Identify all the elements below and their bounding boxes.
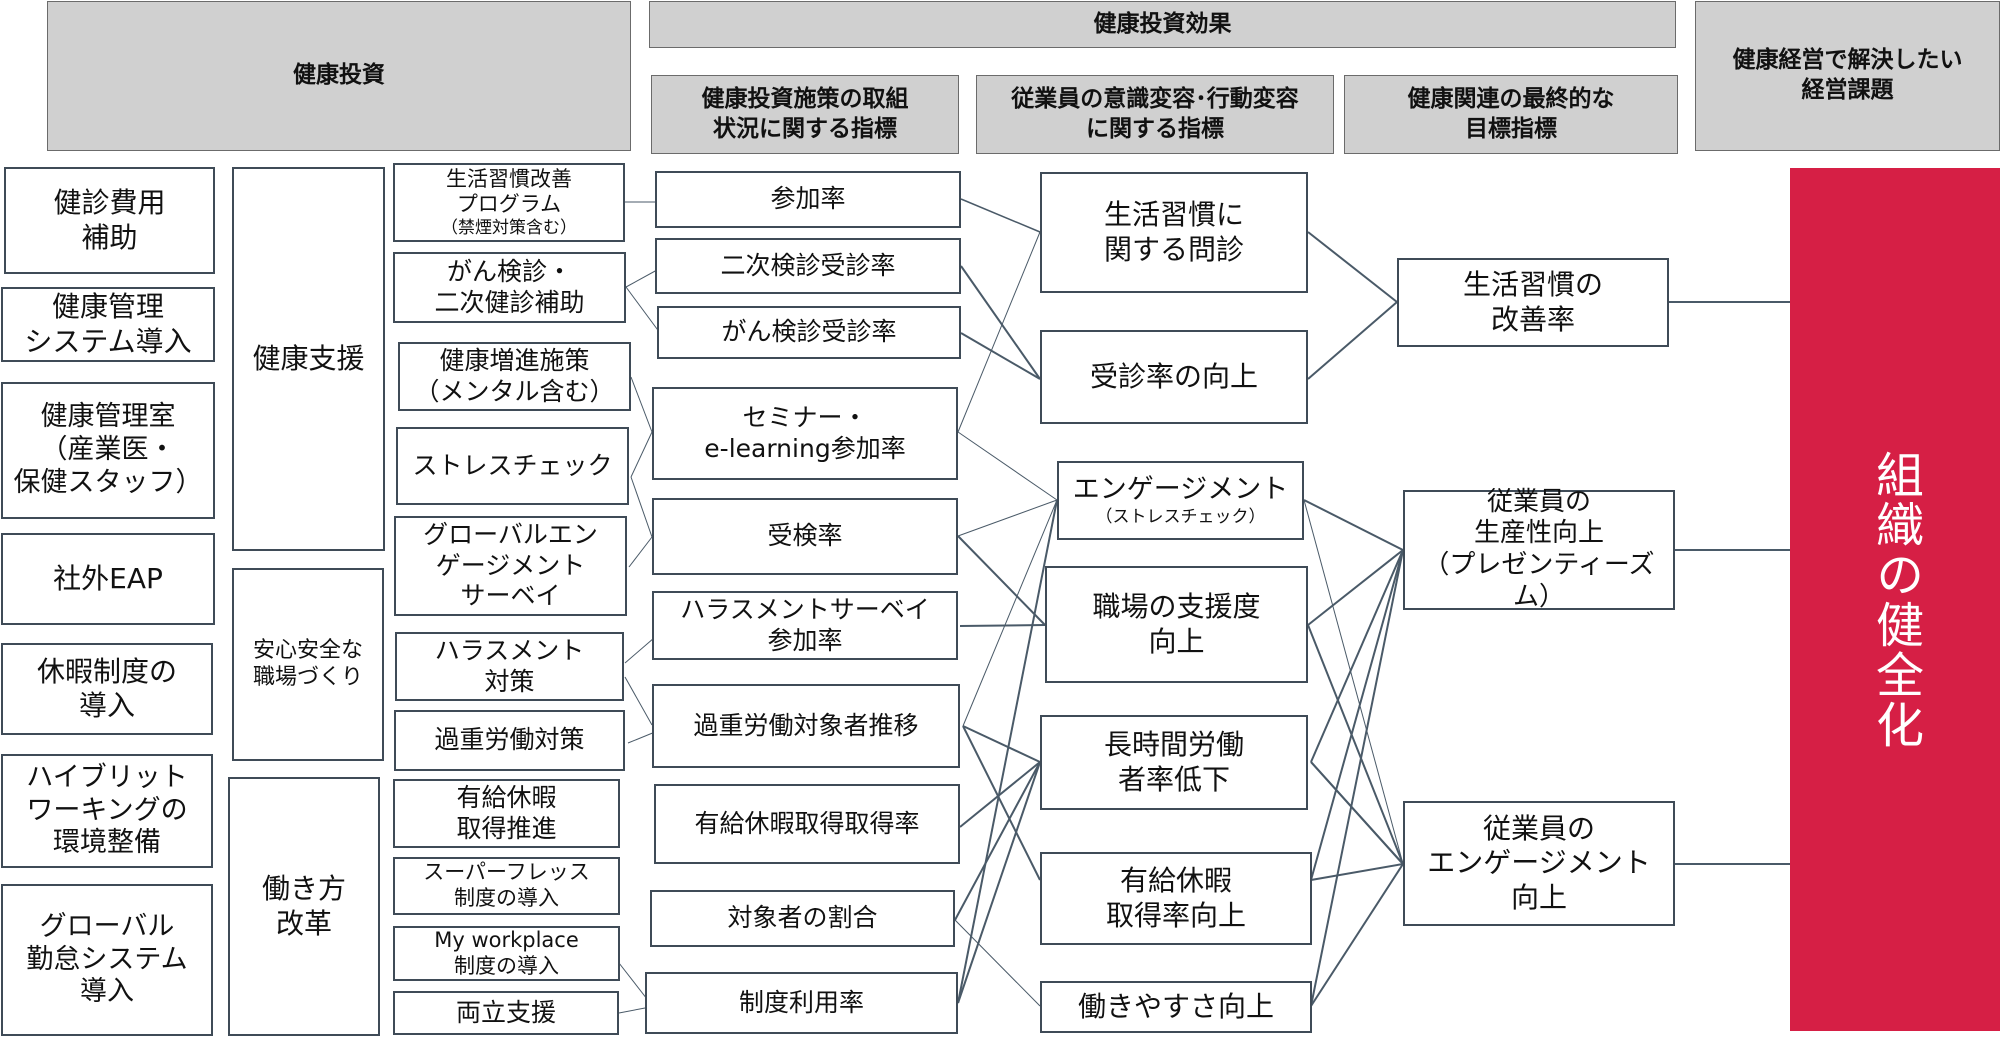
header-behavior-index: 従業員の意識変容･行動変容 に関する指標 [976, 75, 1334, 154]
node-harassment-survey-rate: ハラスメントサーベイ 参加率 [652, 591, 958, 660]
node-leave-promotion: 有給休暇 取得推進 [393, 779, 620, 848]
node-engagement-stress: エンゲージメント（ストレスチェック） [1057, 461, 1304, 540]
node-seminar-participation: セミナー・ e-learning参加率 [652, 387, 958, 480]
node-exam-rate: 受検率 [652, 498, 958, 575]
node-work-style-reform: 働き方 改革 [228, 777, 380, 1036]
node-stress-check: ストレスチェック [396, 427, 629, 505]
node-health-mgmt-system: 健康管理 システム導入 [1, 287, 215, 362]
node-cancer-exam-rate: がん検診受診率 [657, 306, 961, 359]
node-employee-engagement: 従業員の エンゲージメント 向上 [1403, 801, 1675, 926]
node-external-eap: 社外EAP [1, 533, 215, 625]
node-participation-rate: 参加率 [655, 171, 961, 228]
node-lifestyle-improvement-rate: 生活習慣の 改善率 [1397, 258, 1669, 347]
node-global-attendance: グローバル 勤怠システム 導入 [1, 884, 213, 1036]
node-productivity: 従業員の 生産性向上 （プレゼンティーズム） [1403, 487, 1675, 612]
header-investment: 健康投資 [47, 1, 631, 151]
node-secondary-exam-rate: 二次検診受診率 [655, 238, 961, 294]
node-workability: 働きやすさ向上 [1040, 981, 1312, 1033]
node-organizational-health: 組織の健全化 [1790, 168, 2000, 1031]
node-superflex: スーパーフレッス 制度の導入 [393, 857, 620, 915]
node-long-hours-reduction: 長時間労働 者率低下 [1040, 715, 1308, 810]
node-lifestyle-program: 生活習慣改善 プログラム（禁煙対策含む） [393, 163, 625, 242]
node-system-usage-rate: 制度利用率 [645, 972, 958, 1034]
node-global-engagement-survey: グローバルエン ゲージメント サーベイ [394, 516, 627, 616]
node-health-promotion: 健康増進施策 （メンタル含む） [398, 342, 631, 411]
node-leave-take-rate: 有給休暇取得取得率 [654, 784, 960, 864]
node-safe-workplace: 安心安全な 職場づくり [232, 568, 384, 761]
node-paid-leave-improvement: 有給休暇 取得率向上 [1040, 852, 1312, 945]
node-overwork-trend: 過重労働対象者推移 [652, 684, 960, 768]
node-health-office: 健康管理室 （産業医・ 保健スタッフ） [1, 382, 215, 519]
node-hybrid-working: ハイブリット ワーキングの 環境整備 [1, 754, 213, 868]
node-work-life-balance: 両立支援 [393, 991, 619, 1035]
node-lifestyle-questionnaire: 生活習慣に 関する問診 [1040, 172, 1308, 293]
header-measures-index: 健康投資施策の取組 状況に関する指標 [651, 75, 959, 154]
node-health-support: 健康支援 [232, 167, 385, 551]
node-health-checkup-subsidy: 健診費用 補助 [4, 167, 215, 274]
header-business-issues: 健康経営で解決したい 経営課題 [1695, 1, 2000, 151]
node-target-ratio: 対象者の割合 [650, 890, 955, 947]
node-overwork-measures: 過重労働対策 [394, 710, 625, 771]
node-harassment-measures: ハラスメント 対策 [395, 632, 624, 701]
node-cancer-screening-subsidy: がん検診・ 二次健診補助 [393, 252, 626, 323]
header-final-index: 健康関連の最終的な 目標指標 [1344, 75, 1678, 154]
header-effect: 健康投資効果 [649, 1, 1676, 48]
node-leave-system: 休暇制度の 導入 [1, 643, 213, 735]
node-workplace-support: 職場の支援度 向上 [1045, 566, 1308, 683]
node-visit-rate-improvement: 受診率の向上 [1040, 330, 1308, 424]
node-my-workplace: My workplace 制度の導入 [393, 926, 620, 981]
